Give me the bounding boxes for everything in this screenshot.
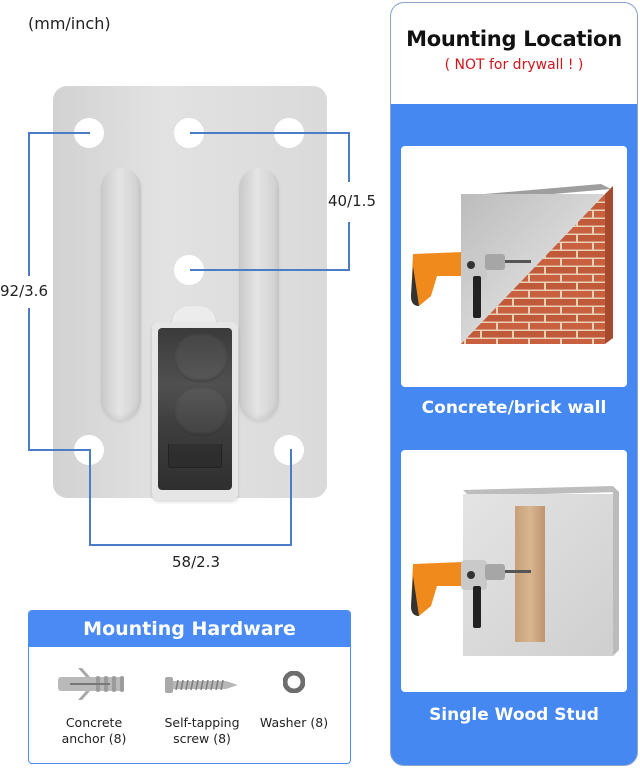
mounting-hardware-panel: Mounting Hardware Concrete anchor (8) — [28, 610, 351, 764]
hardware-item-screw-label: Self-tapping screw (8) — [164, 715, 240, 746]
dim-line-92-bottom — [28, 449, 90, 451]
dim-line-40-vert-upper — [348, 132, 350, 182]
washer-icon — [239, 661, 349, 707]
hardware-item-washer-label: Washer (8) — [259, 715, 329, 730]
plate-slot-right — [239, 168, 279, 420]
hardware-item-washer: Washer (8) — [239, 647, 349, 731]
mounting-location-title: Mounting Location — [406, 27, 622, 51]
mounting-location-panel: Mounting Location ( NOT for drywall ! ) — [390, 2, 638, 766]
plate-slot-left — [101, 168, 141, 420]
hardware-items: Concrete anchor (8) Self-tapping — [29, 647, 350, 763]
card-wood-stud — [401, 450, 627, 692]
dim-label-92: 92/3.6 — [0, 282, 48, 300]
hook-ledge — [168, 444, 222, 468]
wood-stud-illustration — [411, 486, 619, 656]
self-tapping-screw-icon — [147, 661, 257, 707]
mounting-location-header: Mounting Location ( NOT for drywall ! ) — [391, 3, 637, 104]
dim-line-92-top — [28, 132, 90, 134]
dim-line-58-left — [89, 449, 91, 545]
concrete-anchor-icon — [39, 661, 149, 707]
drill-icon — [411, 250, 531, 318]
hook-bump-upper — [174, 334, 228, 382]
hardware-title: Mounting Hardware — [29, 611, 350, 647]
card-concrete-brick — [401, 146, 627, 387]
hook-opening — [158, 328, 232, 490]
dim-line-40-bottom — [190, 269, 350, 271]
hardware-item-anchor-label: Concrete anchor (8) — [61, 715, 127, 746]
dim-line-40-vert-lower — [348, 222, 350, 270]
dim-label-58: 58/2.3 — [172, 553, 220, 571]
dim-line-40-top — [190, 132, 350, 134]
hook-bump-lower — [174, 388, 228, 436]
hardware-item-anchor: Concrete anchor (8) — [39, 647, 149, 747]
unit-label: (mm/inch) — [28, 14, 111, 33]
card-wood-stud-label: Single Wood Stud — [429, 705, 599, 725]
drill-icon — [411, 560, 531, 628]
drywall-warning: ( NOT for drywall ! ) — [444, 57, 584, 73]
card-concrete-brick-label: Concrete/brick wall — [421, 398, 607, 418]
dim-line-58-bottom — [89, 544, 292, 546]
dim-label-40: 40/1.5 — [328, 192, 376, 210]
dim-line-92-vert-lower — [28, 308, 30, 450]
hardware-item-screw: Self-tapping screw (8) — [147, 647, 257, 747]
dim-line-58-right — [290, 449, 292, 545]
dim-line-92-vert-upper — [28, 132, 30, 276]
concrete-brick-wall-illustration — [411, 184, 613, 344]
hook-bracket — [152, 322, 238, 500]
hole-bottom-right — [274, 435, 304, 465]
hook-cap — [172, 306, 216, 326]
